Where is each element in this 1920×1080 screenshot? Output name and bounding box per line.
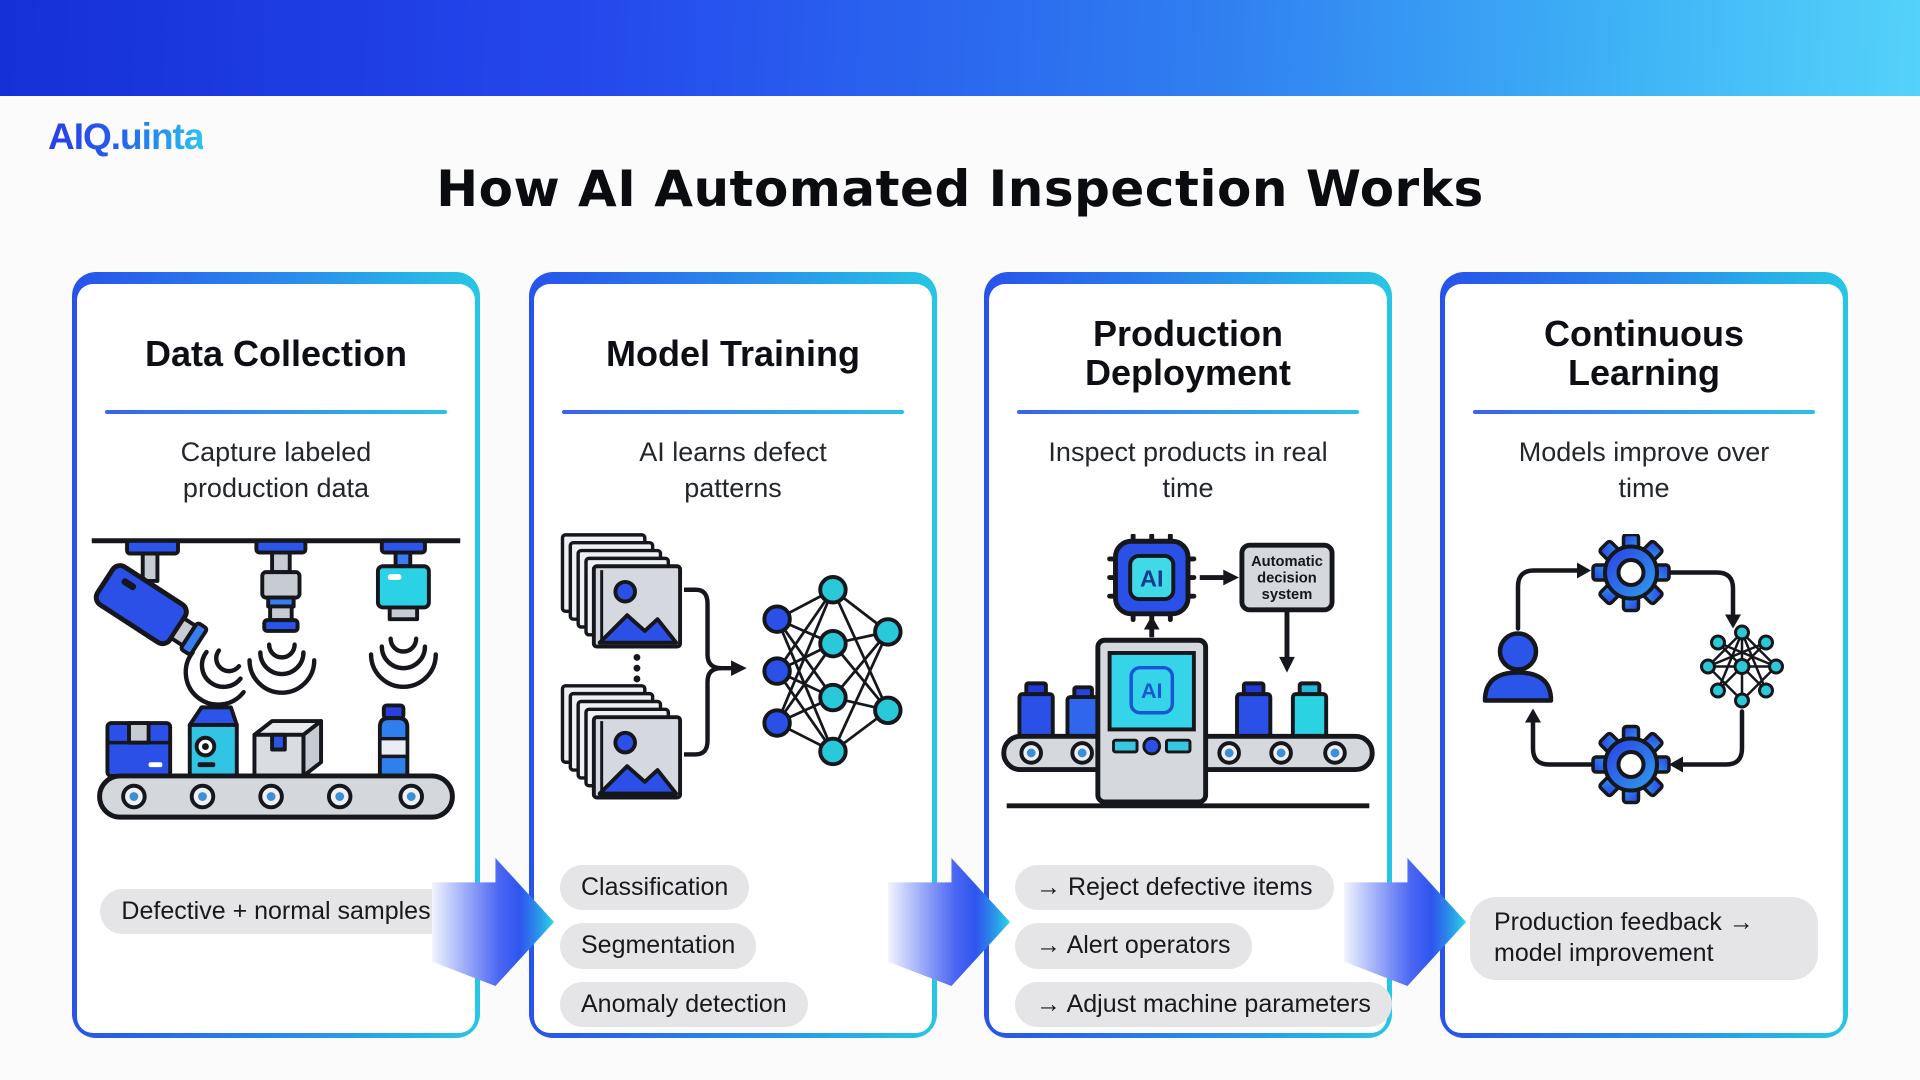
conveyor-belt: [97, 773, 455, 820]
card-subtitle: Models improve over time: [1518, 437, 1770, 504]
card-divider: [1472, 410, 1816, 414]
tag-list: → Reject defective items → Alert operato…: [989, 865, 1392, 1033]
person-icon: [1482, 630, 1553, 703]
decision-system-box: Automatic decision system: [1239, 542, 1335, 612]
scanner-signal-waves: [368, 636, 438, 689]
inspection-machine: AI: [1095, 637, 1209, 804]
chip-label: AI: [1140, 565, 1164, 591]
machine-screen-label: AI: [1141, 678, 1163, 703]
bracket-arrowhead: [731, 660, 747, 676]
tag-list: Classification Segmentation Anomaly dete…: [534, 865, 932, 1033]
illustration-production-deployment: AI Automatic decision system: [989, 522, 1387, 830]
tag-pill: Classification: [560, 865, 750, 911]
card-body: Data Collection Capture labeled producti…: [77, 284, 475, 1033]
arrowhead-up: [1143, 615, 1160, 629]
gear-icon-top: [1590, 533, 1671, 612]
card-subtitle: Inspect products in real time: [1048, 437, 1328, 504]
card-model-training: Model Training AI learns defect patterns: [529, 272, 937, 1038]
camera-icon: [93, 538, 209, 656]
arrowhead-right: [1576, 562, 1591, 578]
product-carton: [187, 705, 239, 778]
decision-box-line: decision: [1257, 570, 1317, 586]
image-stack-top: [560, 532, 683, 649]
card-heading: Data Collection: [144, 332, 408, 374]
arrowhead-down: [1724, 614, 1741, 628]
illustration-continuous-learning: [1445, 522, 1843, 830]
card-body: Production Deployment Inspect products i…: [989, 284, 1392, 1033]
stack-ellipsis: [633, 653, 641, 683]
cycle-arrows: [1515, 567, 1744, 767]
process-cards: Data Collection Capture labeled producti…: [0, 272, 1920, 1038]
tag-pill: Anomaly detection: [560, 981, 808, 1027]
tag-list: Production feedback → model improvement: [1445, 865, 1843, 1033]
arrowhead-down: [1279, 656, 1295, 673]
sensor-icon: [254, 538, 308, 633]
illustration-model-training: [534, 522, 932, 830]
camera-signal-waves: [183, 648, 246, 707]
gear-icon-bottom: [1590, 724, 1671, 804]
card-data-collection: Data Collection Capture labeled producti…: [72, 272, 480, 1038]
tag-pill: → Reject defective items: [1015, 865, 1334, 911]
card-production-deployment: Production Deployment Inspect products i…: [984, 272, 1392, 1038]
arrowhead-left: [1668, 756, 1683, 772]
model-training-graphic: [560, 532, 903, 800]
card-subtitle: AI learns defect patterns: [639, 437, 827, 504]
brand-logo: AIQ.uinta: [48, 116, 204, 157]
product-box-blue: [105, 721, 173, 778]
product-box-gray: [252, 719, 324, 778]
card-divider: [104, 410, 448, 414]
illustration-data-collection: [77, 522, 475, 830]
sensor-signal-waves: [247, 642, 317, 695]
ai-chip-icon: AI: [1107, 533, 1197, 622]
arrowhead-up: [1524, 708, 1541, 722]
bottles-left: [1017, 680, 1101, 739]
product-bottle: [377, 703, 410, 778]
decision-box-line: Automatic: [1251, 553, 1323, 569]
network-ball-icon: [1699, 624, 1784, 708]
decision-box-line: system: [1262, 587, 1313, 603]
scanner-icon: [375, 538, 431, 622]
card-divider: [561, 410, 905, 414]
tag-pill: Segmentation: [560, 923, 757, 969]
card-heading: Continuous Learning: [1544, 313, 1744, 393]
card-heading: Production Deployment: [1084, 313, 1292, 393]
arrowhead-right: [1223, 569, 1239, 585]
card-body: Model Training AI learns defect patterns: [534, 284, 932, 1033]
neural-network-icon: [762, 575, 903, 767]
image-stack-bottom: [560, 683, 683, 800]
bottles-right: [1235, 680, 1329, 739]
card-body: Continuous Learning Models improve over …: [1445, 284, 1843, 1033]
data-collection-graphic: [91, 538, 461, 820]
page-title: How AI Automated Inspection Works: [436, 160, 1484, 218]
top-banner: [0, 0, 1920, 96]
tag-pill: → Adjust machine parameters: [1015, 981, 1392, 1027]
card-divider: [1016, 410, 1360, 414]
tag-pill: → Alert operators: [1015, 923, 1252, 969]
card-continuous-learning: Continuous Learning Models improve over …: [1440, 272, 1848, 1038]
production-deployment-graphic: AI Automatic decision system: [1001, 533, 1375, 808]
card-subtitle: Capture labeled production data: [180, 437, 372, 504]
card-heading: Model Training: [605, 332, 860, 374]
tag-pill: Production feedback → model improvement: [1470, 897, 1818, 980]
tag-list: Defective + normal samples: [77, 865, 475, 1033]
tag-pill: Defective + normal samples: [100, 889, 452, 935]
merge-bracket: [684, 587, 732, 757]
continuous-learning-graphic: [1482, 533, 1784, 804]
